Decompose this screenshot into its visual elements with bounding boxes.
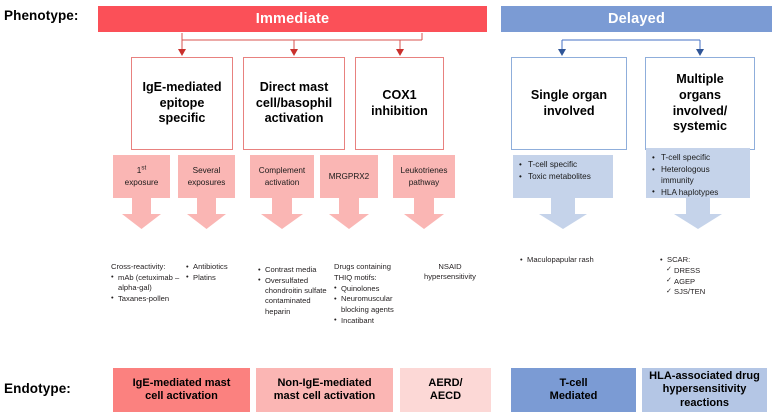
- mechanism-several-line2: exposures: [187, 177, 226, 187]
- examples-thiq-heading1: Drugs containing: [334, 262, 391, 271]
- endotype-nonige-line1: Non-IgE-mediated: [277, 376, 372, 389]
- examples-maculo-item: Maculopapular rash: [520, 254, 630, 265]
- endotype-hla-line3: reactions: [680, 396, 729, 409]
- phenotype-box-multiple-organs[interactable]: Multiple organs involved/ systemic: [645, 57, 755, 150]
- phenotype-box-mast-line1: Direct mast: [259, 80, 329, 95]
- examples-cross-heading: Cross-reactivity:: [111, 262, 166, 271]
- header-immediate: Immediate: [98, 6, 487, 32]
- phenotype-box-cox1-line2: inhibition: [371, 103, 428, 118]
- mechanism-several-line1: Several: [192, 166, 221, 176]
- phenotype-box-single-line1: Single organ: [530, 87, 608, 102]
- down-arrow-icon: [646, 198, 750, 230]
- mechanism-single-bullet: T-cell specific: [519, 160, 607, 171]
- phenotype-box-single-organ[interactable]: Single organ involved: [511, 57, 627, 150]
- phenotype-box-ige-line3: specific: [158, 111, 206, 126]
- examples-maculopapular: Maculopapular rash: [520, 254, 630, 266]
- phenotype-box-ige-line2: epitope: [159, 95, 205, 110]
- connector-immediate-arrowheads: [178, 49, 404, 56]
- mechanism-multiple-bullet: Heterologous immunity: [652, 165, 744, 186]
- examples-contrast-item: Contrast media: [258, 264, 328, 275]
- examples-scar-item: DRESS: [660, 265, 756, 276]
- examples-nsaid-line1: NSAID: [438, 262, 462, 271]
- examples-scar-item: AGEP: [660, 276, 756, 287]
- mechanism-complement-line1: Complement: [258, 166, 306, 176]
- examples-antibiotics: Antibiotics Platins: [186, 261, 248, 284]
- examples-scar: SCAR: DRESS AGEP SJS/TEN: [660, 254, 756, 298]
- phenotype-box-multiple-line4: systemic: [673, 119, 727, 134]
- down-arrow-icon: [513, 198, 613, 230]
- phenotype-box-direct-mast-cell[interactable]: Direct mast cell/basophil activation: [243, 57, 345, 150]
- connector-delayed: [561, 39, 701, 50]
- endotype-ige-mediated-mast-cell[interactable]: IgE-mediated mast cell activation: [113, 368, 250, 412]
- mechanism-multiple-organ-bullets[interactable]: T-cell specific Heterologous immunity HL…: [646, 148, 750, 230]
- endotype-non-ige-mediated-mast-cell[interactable]: Non-IgE-mediated mast cell activation: [256, 368, 393, 412]
- phenotype-box-mast-line2: cell/basophil: [255, 95, 333, 110]
- connector-delayed-arrowheads: [558, 49, 704, 56]
- endotype-nonige-line2: mast cell activation: [273, 390, 376, 402]
- endotype-row-label: Endotype:: [4, 381, 71, 396]
- down-arrow-icon: [393, 198, 455, 230]
- phenotype-box-ige-line1: IgE-mediated: [142, 80, 222, 95]
- endotype-t-cell-mediated[interactable]: T-cell Mediated: [511, 368, 636, 412]
- mechanism-first-exposure[interactable]: 1st exposure: [113, 155, 170, 230]
- mechanism-complement-activation[interactable]: Complement activation: [250, 155, 314, 230]
- endotype-aerd-line1: AERD/: [428, 376, 463, 389]
- mechanism-single-organ-bullets[interactable]: T-cell specific Toxic metabolites: [513, 155, 613, 230]
- phenotype-box-cox1-line1: COX1: [382, 87, 417, 102]
- mechanism-leuko-line2: pathway: [408, 177, 440, 187]
- mechanism-multiple-bullet: T-cell specific: [652, 153, 744, 164]
- examples-scar-heading: SCAR:: [660, 254, 756, 265]
- mechanism-single-bullet: Toxic metabolites: [519, 172, 607, 183]
- mechanism-first-exposure-ordinal: st: [141, 164, 147, 172]
- phenotype-row-label: Phenotype:: [4, 8, 79, 23]
- phenotype-box-multiple-line2: organs: [679, 87, 721, 102]
- down-arrow-icon: [113, 198, 170, 230]
- endotype-hla-associated[interactable]: HLA-associated drug hypersensitivity rea…: [642, 368, 767, 412]
- endotype-ige-line1: IgE-mediated mast: [132, 376, 231, 389]
- endotype-aerd-aecd[interactable]: AERD/ AECD: [400, 368, 491, 412]
- mechanism-leuko-line1: Leukotrienes: [400, 166, 448, 176]
- mechanism-first-exposure-number: 1: [136, 166, 142, 176]
- examples-thiq-item: Quinolones: [334, 283, 408, 294]
- connector-immediate: [181, 33, 423, 50]
- mechanism-complement-line2: activation: [264, 177, 300, 187]
- endotype-aerd-line2: AECD: [429, 390, 462, 402]
- down-arrow-icon: [250, 198, 314, 230]
- examples-cross-reactivity: Cross-reactivity: mAb (cetuximab – alpha…: [111, 262, 181, 305]
- endotype-tcell-line1: T-cell: [559, 376, 588, 389]
- phenotype-box-mast-line3: activation: [264, 111, 324, 126]
- examples-contrast-media: Contrast media Oversulfated chondroitin …: [258, 264, 328, 318]
- examples-cross-item: mAb (cetuximab – alpha-gal): [111, 272, 181, 294]
- endotype-tcell-line2: Mediated: [549, 390, 598, 402]
- phenotype-box-cox1-inhibition[interactable]: COX1 inhibition: [355, 57, 444, 150]
- examples-nsaid: NSAID hypersensitivity: [412, 262, 488, 283]
- header-delayed: Delayed: [501, 6, 772, 32]
- examples-nsaid-line2: hypersensitivity: [424, 272, 476, 282]
- mechanism-leukotrienes-pathway[interactable]: Leukotrienes pathway: [393, 155, 455, 230]
- examples-abx-item: Platins: [186, 272, 248, 283]
- examples-contrast-item: Oversulfated chondroitin sulfate contami…: [258, 275, 328, 317]
- mechanism-mrgprx2[interactable]: MRGPRX2: [320, 155, 378, 230]
- mechanism-mrgprx2-label: MRGPRX2: [328, 171, 370, 181]
- examples-scar-item: SJS/TEN: [660, 287, 756, 297]
- down-arrow-icon: [320, 198, 378, 230]
- examples-abx-item: Antibiotics: [186, 261, 248, 272]
- examples-thiq-item: Neuromuscular blocking agents: [334, 294, 408, 315]
- phenotype-box-single-line2: involved: [543, 103, 595, 118]
- phenotype-box-ige-mediated[interactable]: IgE-mediated epitope specific: [131, 57, 233, 150]
- mechanism-first-exposure-word: exposure: [124, 177, 159, 187]
- examples-thiq-drugs: Drugs containing THIQ motifs: Quinolones…: [334, 262, 408, 326]
- endotype-hla-line1: HLA-associated drug: [649, 369, 760, 382]
- down-arrow-icon: [178, 198, 235, 230]
- mechanism-multiple-bullet: HLA haplotypes: [652, 187, 744, 199]
- examples-cross-item: Taxanes-pollen: [111, 293, 181, 304]
- endotype-hla-line2: hypersensitivity: [662, 383, 747, 396]
- phenotype-box-multiple-line3: involved/: [672, 103, 728, 118]
- mechanism-several-exposures[interactable]: Several exposures: [178, 155, 235, 230]
- examples-thiq-heading2: THIQ motifs:: [334, 272, 377, 282]
- endotype-ige-line2: cell activation: [145, 390, 218, 402]
- examples-thiq-item: Incatibant: [334, 315, 408, 326]
- phenotype-box-multiple-line1: Multiple: [676, 72, 724, 87]
